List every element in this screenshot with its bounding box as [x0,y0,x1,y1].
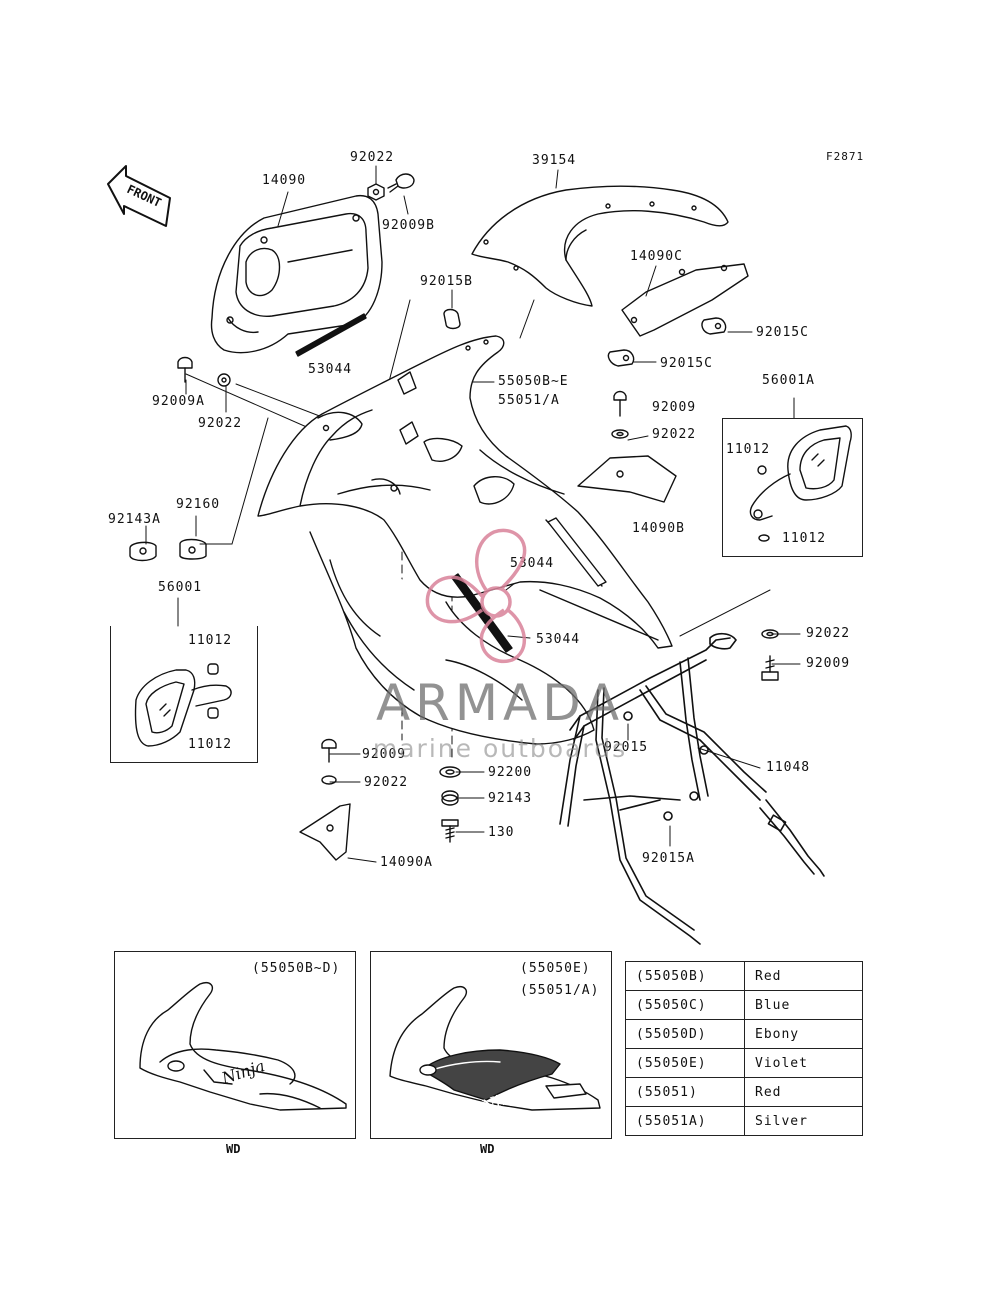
mirror-56001a-box [722,418,863,557]
color-name: Red [744,1077,863,1107]
table-row: (55050C) Blue [625,990,863,1020]
part-label-92009a: 92009A [152,394,205,409]
fairing-55050 [257,335,673,745]
inset-left-box [114,951,356,1139]
inset-right-caption: WD [480,1142,495,1156]
table-row: (55051A) Silver [625,1106,863,1136]
table-row: (55050E) Violet [625,1048,863,1078]
windscreen-39154 [471,185,729,307]
part-label-92160: 92160 [176,497,221,512]
strip-53044-upper [295,313,367,357]
part-label-92022: 92022 [350,150,395,165]
part-label-92200: 92200 [488,765,533,780]
part-label-92015: 92015 [604,740,649,755]
washer-92200 [439,766,461,778]
table-row: (55050B) Red [625,961,863,991]
part-label-14090: 14090 [262,173,307,188]
washer-92022e [321,775,337,785]
inset-right-ref2: (55051/A) [520,983,600,998]
part-label-53044-lower: 53044 [536,632,581,647]
part-label-92015a: 92015A [642,851,695,866]
part-label-92009b: 92009B [382,218,435,233]
part-label-11012-b: 11012 [782,531,827,546]
part-label-92143a: 92143A [108,512,161,527]
color-name: Blue [744,990,863,1020]
part-label-92009-c: 92009 [652,400,697,415]
grommet-92015b [443,308,461,330]
color-code: (55050D) [625,1019,745,1049]
mirror-56001a [749,425,852,542]
color-table: (55050B) Red (55050C) Blue (55050D) Ebon… [625,961,863,1136]
washer-92022c [611,429,629,439]
washer-92022b [217,373,231,387]
part-label-11012-c: 11012 [188,633,233,648]
table-row: (55050D) Ebony [625,1019,863,1049]
clip-92015c-a [701,317,727,335]
part-label-92022-c: 92022 [652,427,697,442]
spacer-92160 [179,538,207,560]
part-label-92015c-a: 92015C [756,325,809,340]
part-label-92143: 92143 [488,791,533,806]
color-code: (55050C) [625,990,745,1020]
part-label-92015b: 92015B [420,274,473,289]
part-label-53044-middle: 53044 [510,556,555,571]
color-code: (55050B) [625,961,745,991]
inset-right-box [370,951,612,1139]
front-arrow-icon: FRONT [107,165,171,227]
part-label-92009-d: 92009 [806,656,851,671]
part-label-92022-e: 92022 [364,775,409,790]
color-name: Violet [744,1048,863,1078]
bolt-92009e [321,738,337,763]
part-label-55051-a: 55051/A [498,393,560,408]
color-name: Silver [744,1106,863,1136]
bolt-92009c [613,390,627,417]
color-name: Red [744,961,863,991]
part-label-55050b-e: 55050B~E [498,374,569,389]
inset-left-ref: (55050B~D) [252,961,341,976]
mirror-56001 [134,663,232,747]
cover-14090b [577,455,677,503]
color-code: (55051A) [625,1106,745,1136]
part-label-92022-d: 92022 [806,626,851,641]
table-row: (55051) Red [625,1077,863,1107]
part-label-92015c-b: 92015C [660,356,713,371]
inner-cover-14090c [621,263,749,337]
part-label-130: 130 [488,825,515,840]
part-label-92009-e: 92009 [362,747,407,762]
part-label-14090c: 14090C [630,249,683,264]
bracket-14090a [299,803,351,861]
grommet-92143a [129,541,157,562]
mirror-56001-box [110,626,258,763]
part-label-11012-d: 11012 [188,737,233,752]
inset-right-ref1: (55050E) [520,961,591,976]
part-label-56001a: 56001A [762,373,815,388]
inset-left-caption: WD [226,1142,241,1156]
washer-92022d [761,629,779,639]
part-label-11048: 11048 [766,760,811,775]
bolt-92009b [387,173,415,193]
bolt-92009d [761,655,779,681]
part-label-92022-b: 92022 [198,416,243,431]
part-label-14090b: 14090B [632,521,685,536]
part-label-53044-upper: 53044 [308,362,353,377]
bolt-92009a [177,356,193,383]
nut-92022-top [367,183,385,201]
color-name: Ebony [744,1019,863,1049]
part-label-39154: 39154 [532,153,577,168]
part-label-14090a: 14090A [380,855,433,870]
part-label-11012-a: 11012 [726,442,771,457]
color-code: (55051) [625,1077,745,1107]
clip-92015c-b [607,349,635,367]
grommet-92143 [441,790,459,806]
figure-ref: F2871 [826,150,865,163]
part-label-56001: 56001 [158,580,203,595]
color-code: (55050E) [625,1048,745,1078]
bolt-130 [441,819,459,843]
stay-frame-11048 [559,632,825,945]
meter-cover-14090 [210,194,383,354]
